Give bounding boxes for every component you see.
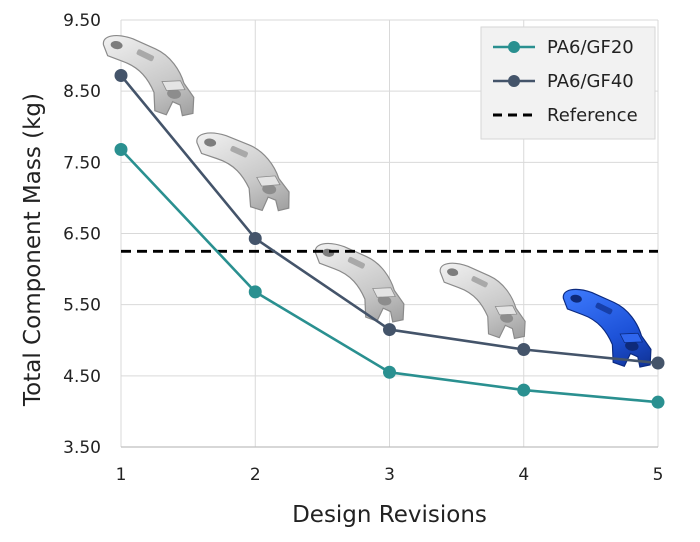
y-tick-label: 7.50: [63, 153, 101, 173]
data-point: [248, 285, 262, 299]
y-tick-label: 8.50: [63, 82, 101, 102]
legend: PA6/GF20 PA6/GF40 Reference: [480, 26, 656, 140]
x-tick-label: 3: [384, 465, 395, 485]
x-tick-label: 5: [653, 465, 664, 485]
y-tick-label: 5.50: [63, 296, 101, 316]
data-point: [114, 69, 128, 83]
data-point: [248, 231, 262, 245]
y-tick-label: 3.50: [63, 438, 101, 458]
part-image-3: [314, 242, 405, 323]
legend-item-gf40: PA6/GF40: [493, 71, 634, 92]
x-axis-title: Design Revisions: [292, 502, 487, 528]
data-point: [383, 365, 396, 379]
y-tick-label: 6.50: [63, 225, 101, 245]
series-pa6-gf20: [114, 143, 665, 409]
data-point: [383, 323, 396, 337]
part-images: [102, 35, 652, 368]
x-tick-label: 2: [250, 465, 261, 485]
part-image-2: [196, 132, 290, 212]
series-group: [114, 69, 665, 409]
legend-label-reference: Reference: [547, 105, 638, 126]
y-axis-title: Total Component Mass (kg): [20, 93, 46, 407]
legend-label-gf40: PA6/GF40: [547, 71, 634, 92]
tick-labels: 3.50 4.50 5.50 6.50 7.50 8.50 9.50 1 2 3 4 5: [63, 11, 663, 485]
series-pa6-gf40: [114, 69, 665, 370]
legend-marker-gf40: [508, 75, 520, 87]
data-point: [651, 356, 665, 370]
legend-item-reference: Reference: [493, 105, 638, 126]
data-point: [517, 343, 531, 357]
x-tick-label: 1: [116, 465, 127, 485]
x-tick-label: 4: [518, 465, 529, 485]
data-point: [114, 143, 128, 157]
y-tick-label: 9.50: [63, 11, 101, 31]
y-tick-label: 4.50: [63, 367, 101, 387]
legend-marker-gf20: [508, 41, 520, 53]
part-image-5: [562, 288, 652, 368]
part-image-4: [439, 262, 526, 340]
part-image-1: [102, 35, 195, 117]
data-point: [517, 383, 531, 397]
data-point: [651, 395, 665, 409]
legend-item-gf20: PA6/GF20: [493, 37, 634, 58]
legend-label-gf20: PA6/GF20: [547, 37, 634, 58]
